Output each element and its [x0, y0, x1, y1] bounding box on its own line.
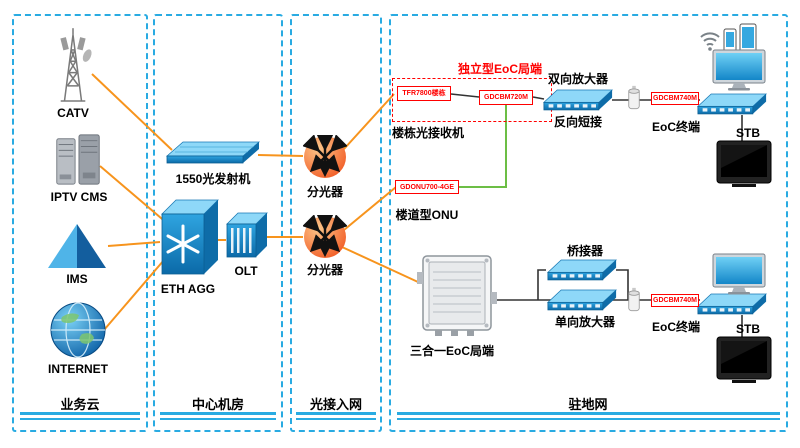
section-label-premises: 驻地网: [568, 397, 608, 412]
section-label-central-room: 中心机房: [191, 397, 245, 412]
internet-label: INTERNET: [48, 362, 108, 376]
ims-label: IMS: [66, 272, 88, 286]
bidirectional-amplifier-label: 双向放大器: [547, 72, 609, 86]
optical-receiver-model-box: TFR7800楼栋: [397, 86, 451, 101]
unidirectional-amplifier-icon: [546, 286, 618, 313]
optical-transmitter-icon: [165, 138, 261, 168]
eoc-terminal-label-bottom: EoC终端: [651, 320, 701, 334]
standalone-eoc-label: 独立型EoC局端: [457, 62, 543, 76]
coax-tap-bottom-icon: [627, 287, 641, 315]
iptv-servers-icon: [52, 132, 104, 188]
pc-monitor-top-icon: [710, 48, 768, 92]
stb-label-top: STB: [736, 126, 760, 140]
eoc-headend-model-box: GDCBM720M: [479, 90, 533, 105]
reverse-short-label: 反向短接: [553, 115, 603, 129]
bridge-device-icon: [546, 256, 618, 283]
section-rule-premises: [397, 412, 780, 420]
optical-transmitter-label: 1550光发射机: [175, 172, 251, 186]
section-rule-optical-access: [296, 412, 376, 420]
pc-monitor-bottom-icon: [710, 252, 768, 296]
iptv-cms-label: IPTV CMS: [50, 190, 108, 204]
section-rule-central-room: [160, 412, 276, 420]
section-label-business-cloud: 业务云: [60, 397, 100, 412]
building-optical-receiver-label: 楼栋光接收机: [391, 126, 465, 140]
ims-pyramid-icon: [46, 222, 108, 270]
eoc-terminal-switch-top-icon: [696, 90, 768, 117]
tv-top-icon: [716, 140, 772, 188]
stb-label-bottom: STB: [736, 322, 760, 336]
internet-globe-icon: [48, 300, 108, 360]
eoc-terminal-model-box-top: GDCBM740M: [651, 92, 699, 105]
section-rule-business-cloud: [20, 412, 140, 420]
bridge-label: 桥接器: [566, 244, 604, 258]
unidirectional-amplifier-label: 单向放大器: [554, 315, 616, 329]
splitter-bottom-label: 分光器: [306, 263, 344, 277]
corridor-onu-model-box: GDONU700-4GE: [395, 180, 459, 194]
corridor-onu-label: 楼道型ONU: [395, 208, 459, 222]
optical-splitter-bottom-icon: [303, 215, 347, 259]
optical-splitter-top-icon: [303, 135, 347, 179]
eoc-terminal-model-box-bottom: GDCBM740M: [651, 294, 699, 307]
olt-icon: [224, 210, 270, 262]
eoc-terminal-label-top: EoC终端: [651, 120, 701, 134]
eth-agg-label: ETH AGG: [160, 282, 216, 296]
catv-tower-icon: [38, 26, 108, 106]
three-in-one-eoc-label: 三合一EoC局端: [409, 344, 495, 358]
tv-bottom-icon: [716, 336, 772, 384]
bidirectional-amplifier-icon: [542, 86, 614, 113]
coax-tap-top-icon: [627, 85, 641, 113]
three-in-one-eoc-cabinet-icon: [415, 250, 499, 338]
splitter-top-label: 分光器: [306, 185, 344, 199]
olt-label: OLT: [234, 264, 258, 278]
eth-agg-switch-icon: [158, 196, 220, 280]
catv-label: CATV: [57, 106, 89, 120]
section-label-optical-access: 光接入网: [309, 397, 363, 412]
